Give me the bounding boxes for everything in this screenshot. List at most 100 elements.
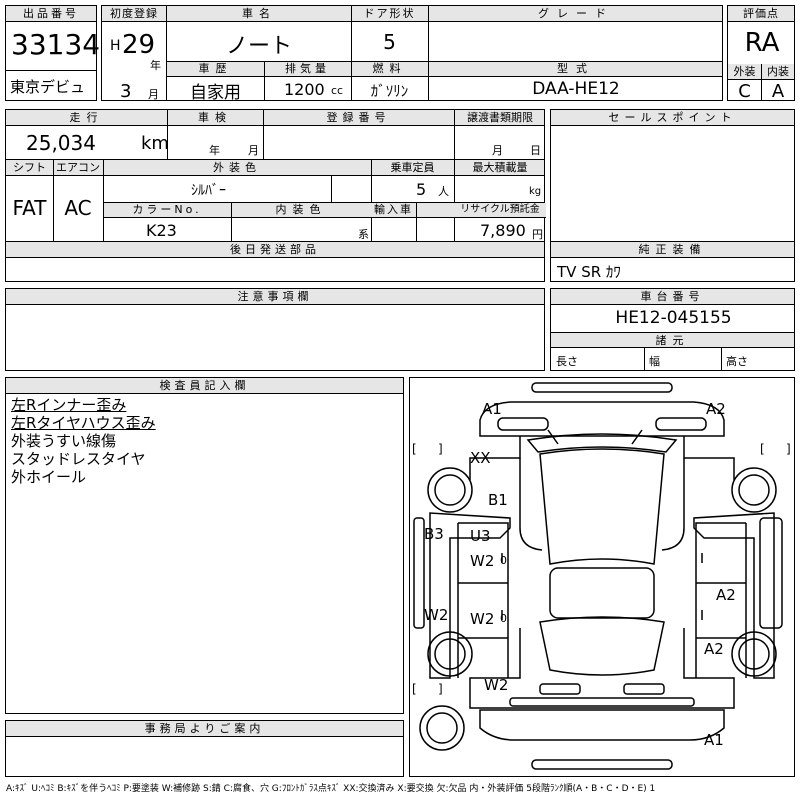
left-bracket-close-2: ] [438, 682, 443, 696]
car-info-row: 車名 ドア形状 グレード ノート 5 [166, 5, 723, 62]
capacity-value: 5 [416, 180, 427, 199]
model-label: 型式 [557, 62, 595, 75]
length-label: 長さ [556, 355, 578, 368]
exterior-color-value: ｼﾙﾊﾞｰ [191, 183, 226, 199]
displacement-label: 排気量 [285, 62, 330, 75]
car-name-value: ノート [225, 34, 292, 59]
grade-label: グレード [538, 7, 614, 20]
aircon-value: AC [64, 196, 92, 220]
rating-cell: 評価点 RA 外装 内装 C A [727, 5, 795, 102]
later-parts-label: 後日発送部品 [6, 242, 544, 258]
inspector-notes-cell: 検査員記入欄 左Rインナー歪み 左Rタイヤハウス歪み 外装うすい線傷 スタッドレ… [5, 377, 404, 714]
recycle-label: リサイクル預託金 [460, 204, 540, 215]
interior-color-unit: 系 [358, 228, 369, 241]
color-number-label: カラーNo. [132, 203, 202, 216]
right-bracket-close-1: ] [786, 442, 791, 456]
sales-points-label: セールスポイント [551, 110, 794, 126]
door-value: 5 [383, 30, 396, 54]
damage-mark-right-rear-fender: A2 [704, 640, 724, 658]
rating-label: 評価点 [728, 6, 794, 22]
damage-mark-left-rear-door: W2 [470, 610, 494, 628]
history-value: 自家用 [190, 83, 241, 103]
registration-number-label: 登録番号 [326, 111, 391, 124]
damage-mark-left-sill: W2 [424, 606, 448, 624]
inspector-notes-label: 検査員記入欄 [6, 378, 403, 394]
damage-mark-left-rear-fender: W2 [484, 676, 508, 694]
interior-grade-label: 内装 [767, 65, 789, 78]
import-label: 輸入車 [374, 203, 413, 216]
damage-mark-rear-bumper: A1 [704, 731, 724, 749]
mileage-value: 25,034 [26, 131, 96, 155]
mileage-unit: km [141, 133, 169, 154]
inspection-month-unit: 月 [248, 144, 259, 157]
damage-mark-right-rear-door: A2 [716, 586, 736, 604]
genuine-equipment-label: 純正装備 [551, 242, 794, 258]
damage-mark-left-fender: B1 [488, 491, 508, 509]
car-damage-diagram: A1 A2 XX B1 B3 U3 W2 0 W2 W2 0 A2 A2 W2 … [409, 377, 795, 777]
interior-color-label: 内装色 [275, 203, 327, 216]
damage-mark-left-door-handle: 0 [500, 554, 507, 567]
interior-grade-value: A [771, 81, 785, 102]
damage-mark-front-right: A2 [706, 400, 726, 418]
car-name-label: 車名 [242, 7, 276, 20]
year-unit: 年 [150, 59, 161, 72]
office-notice-cell: 事務局よりご案内 [5, 720, 404, 777]
exterior-grade-value: C [738, 81, 751, 102]
aircon-label: エアコン [56, 161, 100, 174]
transfer-month-unit: 月 [492, 144, 503, 157]
chassis-value: HE12-045155 [615, 308, 732, 328]
damage-mark-left-pillar: B3 [424, 525, 444, 543]
height-label: 高さ [726, 355, 748, 368]
recycle-value: 7,890 [480, 221, 526, 240]
displacement-value: 1200 [284, 80, 325, 99]
model-value: DAA-HE12 [532, 79, 620, 99]
vehicle-detail-grid: 走行 車検 登録番号 譲渡書類期限 25,034 km 年 月 月 日 シフト … [5, 109, 546, 243]
color-number-value: K23 [146, 221, 177, 240]
month-unit: 月 [148, 88, 159, 101]
listing-number-label: 出品番号 [6, 6, 96, 22]
capacity-label: 乗車定員 [390, 161, 435, 174]
fuel-value: ｶﾞｿﾘﾝ [370, 82, 409, 100]
history-label: 車歴 [198, 62, 233, 75]
capacity-unit: 人 [438, 185, 449, 198]
damage-mark-hood: XX [470, 449, 491, 467]
later-parts-cell: 後日発送部品 [5, 241, 545, 282]
first-registration-cell: 初度登録 H 29 年 3 月 [101, 5, 167, 102]
left-bracket-open-2: [ [412, 682, 417, 696]
transfer-doc-label: 譲渡書類期限 [467, 111, 533, 124]
inspector-note-1: 左Rインナー歪み [11, 396, 127, 414]
listing-number-value: 33134 [11, 28, 101, 61]
left-bracket-close-1: ] [438, 442, 443, 456]
inspector-note-3: 外装うすい線傷 [11, 432, 117, 450]
rating-value: RA [744, 28, 780, 58]
chassis-cell: 車台番号 HE12-045155 諸元 長さ 幅 高さ [550, 288, 795, 371]
inspector-note-5: 外ホイール [11, 468, 87, 486]
registration-year: 29 [122, 30, 156, 60]
listing-number-cell: 出品番号 33134 東京デビュ [5, 5, 101, 101]
right-bracket-open-1: [ [760, 442, 765, 456]
damage-mark-left-front-door: U3 [470, 527, 491, 545]
registration-month: 3 [120, 81, 132, 102]
damage-mark-left-front-door-repair: W2 [470, 552, 494, 570]
mileage-label: 走行 [69, 111, 104, 124]
left-bracket-open-1: [ [412, 442, 417, 456]
damage-mark-left-rear-handle: 0 [500, 612, 507, 625]
era-label: H [110, 38, 121, 54]
exterior-grade-label: 外装 [733, 65, 756, 78]
transfer-day-unit: 日 [530, 144, 541, 157]
displacement-unit: cc [331, 84, 344, 97]
genuine-equipment-value: TV SR ｶﾜ [557, 263, 621, 281]
inspection-label: 車検 [198, 111, 232, 124]
cautions-label: 注意事項欄 [6, 289, 544, 305]
fuel-label: 燃料 [372, 62, 407, 75]
office-notice-label: 事務局よりご案内 [6, 721, 403, 737]
exterior-color-label: 外装色 [213, 161, 261, 174]
max-load-unit: kg [529, 186, 542, 197]
max-load-label: 最大積載量 [472, 161, 528, 174]
door-label: ドア形状 [363, 7, 416, 20]
shift-label: シフト [13, 161, 46, 174]
car-outline-diagram: A1 A2 XX B1 B3 U3 W2 0 W2 W2 0 A2 A2 W2 … [412, 382, 791, 770]
inspection-year-unit: 年 [209, 144, 220, 157]
damage-mark-front-left: A1 [482, 400, 502, 418]
width-label: 幅 [649, 355, 660, 368]
